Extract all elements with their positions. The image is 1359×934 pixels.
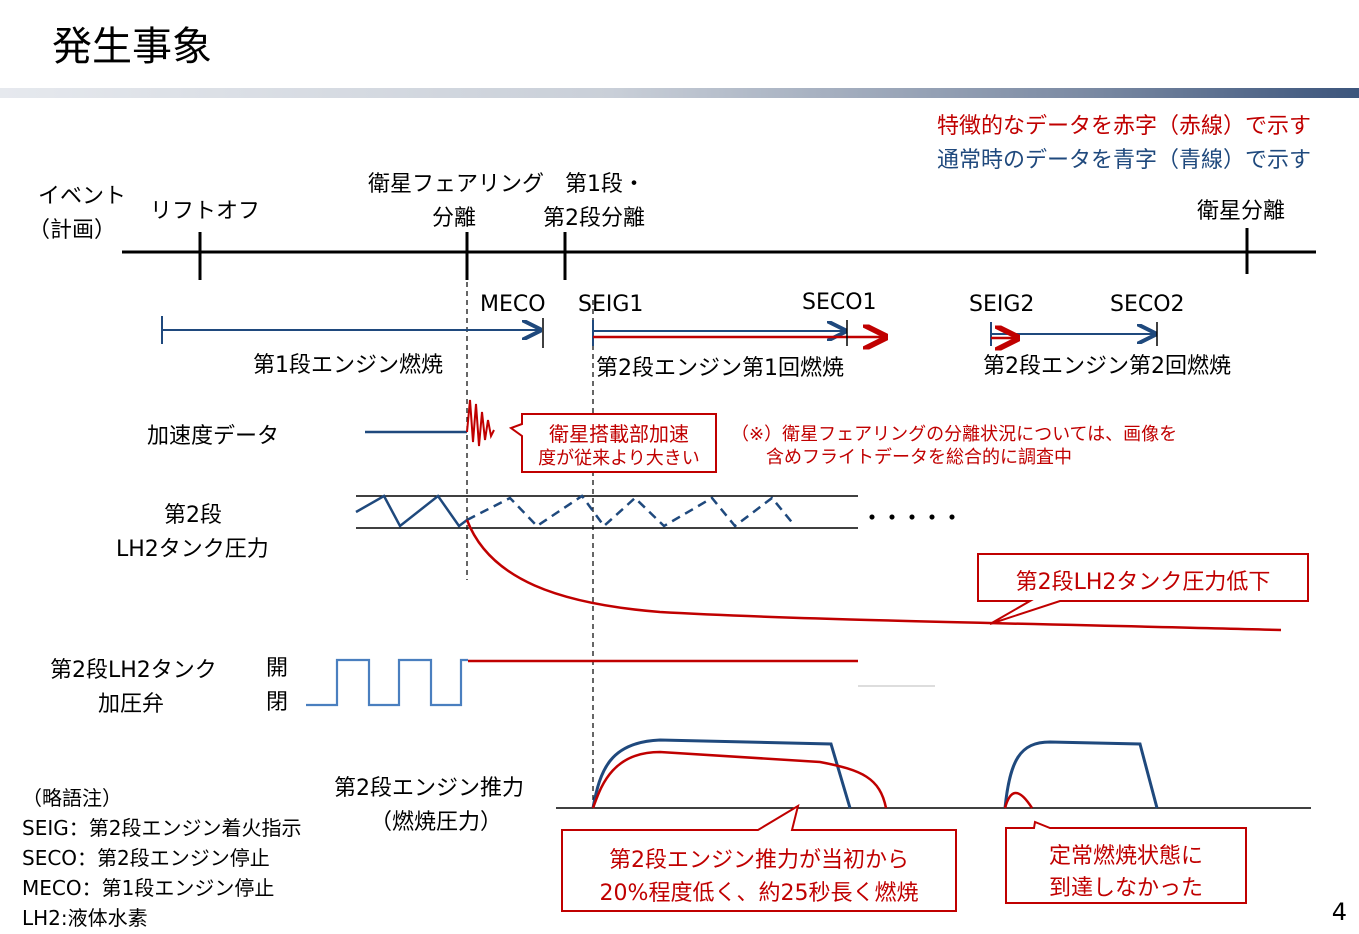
callout-no-steady: 定常燃焼状態に xyxy=(1048,844,1203,869)
event-row-label: イベント xyxy=(38,184,127,209)
event-fairing-sep-2: 分離 xyxy=(431,206,476,231)
continuation-dots: ・・・・・ xyxy=(860,504,964,532)
event-row-label-plan: （計画） xyxy=(28,218,117,243)
callout-accel-2: 度が従来より大きい xyxy=(538,448,700,469)
note-fairing: （※）衛星フェアリングの分離状況については、画像を xyxy=(731,424,1178,445)
thrust-burn1-normal xyxy=(591,738,852,809)
tank-pressure-normal xyxy=(355,494,468,528)
callout-thrust-low: 第2段エンジン推力が当初から xyxy=(609,848,909,873)
accel-spike xyxy=(466,399,495,447)
valve-closed-label: 閉 xyxy=(266,690,289,715)
abbrev-lh2: LH2:液体水素 xyxy=(22,906,148,930)
row-tank-pressure: 第2段 xyxy=(164,503,222,528)
valve-open-label: 開 xyxy=(266,656,289,681)
callout-thrust-low-2: 20%程度低く、約25秒長く燃焼 xyxy=(599,881,919,906)
row-accel: 加速度データ xyxy=(147,424,280,449)
legend-blue: 通常時のデータを青字（青線）で示す xyxy=(936,148,1311,173)
label-seco2: SECO2 xyxy=(1110,292,1185,317)
event-liftoff: リフトオフ xyxy=(150,199,261,224)
page-title: 発生事象 xyxy=(52,24,212,70)
abbrev-meco: MECO：第1段エンジン停止 xyxy=(22,876,275,900)
thrust-burn2-normal xyxy=(1003,740,1159,809)
label-seig2: SEIG2 xyxy=(969,292,1035,317)
callout-pressure-drop: 第2段LH2タンク圧力低下 xyxy=(1015,570,1271,595)
tank-pressure-expected xyxy=(466,494,796,528)
row-valve-2: 加圧弁 xyxy=(98,692,165,717)
abbrev-seig: SEIG：第2段エンジン着火指示 xyxy=(22,816,302,840)
event-satellite-sep: 衛星分離 xyxy=(1197,199,1286,224)
title-band xyxy=(0,88,1359,98)
valve-normal xyxy=(306,658,468,707)
legend-red: 特徴的なデータを赤字（赤線）で示す xyxy=(936,114,1311,139)
event-stage-sep-2: 第2段分離 xyxy=(543,206,645,231)
label-seig1: SEIG1 xyxy=(578,292,644,317)
row-tank-pressure-2: LH2タンク圧力 xyxy=(116,537,269,562)
callout-accel: 衛星搭載部加速 xyxy=(549,422,689,446)
abbrev-seco: SECO：第2段エンジン停止 xyxy=(22,846,270,870)
row-valve: 第2段LH2タンク xyxy=(50,658,217,683)
label-stage2-burn2: 第2段エンジン第2回燃焼 xyxy=(983,354,1231,379)
callout-no-steady-2: 到達しなかった xyxy=(1048,876,1203,901)
label-seco1: SECO1 xyxy=(802,290,877,315)
page-number: 4 xyxy=(1331,898,1347,926)
event-stage-sep: 第1段・ xyxy=(565,172,645,197)
abbrev-header: （略語注） xyxy=(22,786,122,810)
label-meco: MECO xyxy=(480,292,546,317)
thrust-burn1-actual xyxy=(591,750,888,809)
thrust-burn2-actual xyxy=(1003,791,1034,809)
tank-pressure-drop xyxy=(465,519,1282,632)
note-fairing-2: 含めフライトデータを総合的に調査中 xyxy=(766,447,1072,468)
row-thrust-2: （燃焼圧力） xyxy=(370,810,503,835)
label-stage2-burn1: 第2段エンジン第1回燃焼 xyxy=(596,356,844,381)
event-fairing-sep: 衛星フェアリング xyxy=(367,172,544,197)
row-thrust: 第2段エンジン推力 xyxy=(334,776,524,801)
label-stage1-burn: 第1段エンジン燃焼 xyxy=(253,353,443,378)
